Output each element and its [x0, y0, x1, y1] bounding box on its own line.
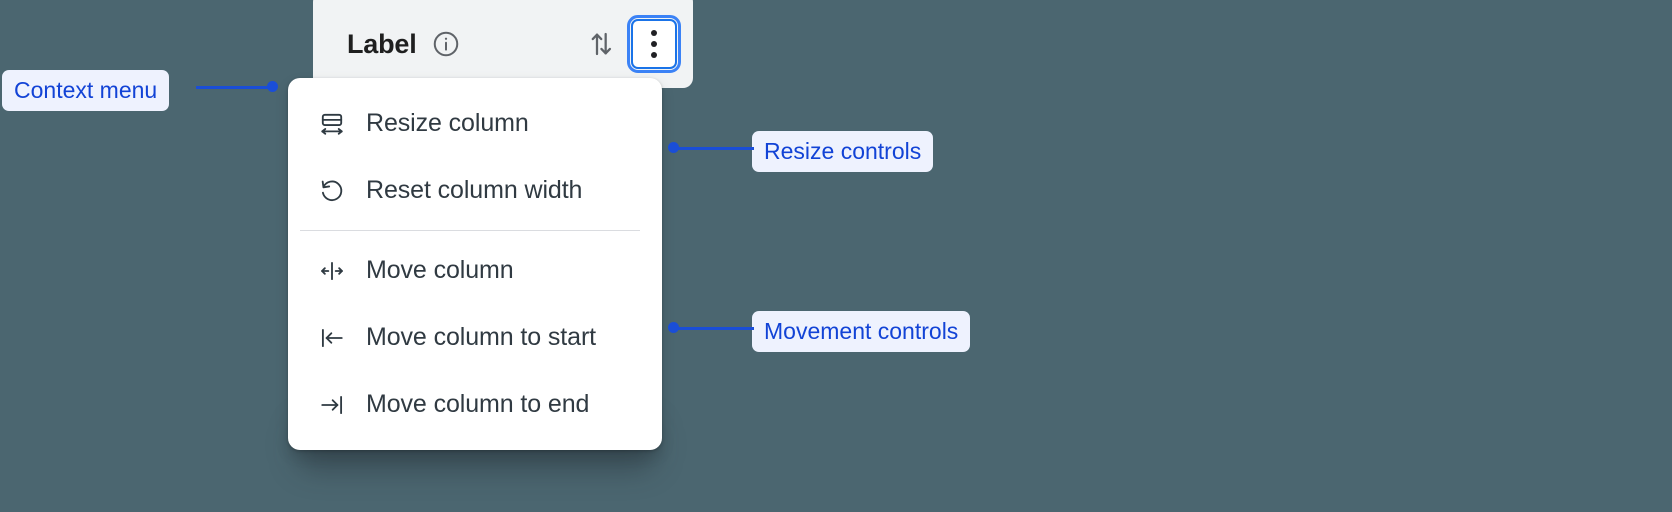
menu-item-move-column-to-start[interactable]: Move column to start: [288, 304, 662, 371]
annotation-context-menu: Context menu: [2, 70, 170, 111]
annotation-resize-controls: Resize controls: [752, 131, 934, 172]
move-to-end-icon: [318, 391, 346, 419]
move-to-start-icon: [318, 324, 346, 352]
column-header-left: Label: [347, 21, 585, 60]
annotation-movement-controls: Movement controls: [752, 311, 971, 352]
kebab-dot: [651, 30, 657, 36]
menu-item-move-column-to-end[interactable]: Move column to end: [288, 371, 662, 438]
reset-width-icon: [318, 177, 346, 205]
annotation-leader-line: [672, 146, 754, 150]
annotation-endpoint-dot: [668, 322, 679, 333]
menu-item-label: Move column: [366, 256, 514, 284]
column-header-actions: [585, 11, 681, 73]
annotation-endpoint-dot: [668, 142, 679, 153]
kebab-menu-button[interactable]: [627, 15, 681, 73]
kebab-menu-icon: [651, 28, 657, 61]
kebab-dot: [651, 52, 657, 58]
menu-item-move-column[interactable]: Move column: [288, 237, 662, 304]
menu-item-label: Move column to end: [366, 390, 590, 418]
move-column-icon: [318, 257, 346, 285]
annotation-leader-line: [672, 326, 754, 330]
annotation-endpoint-dot: [267, 81, 278, 92]
menu-item-resize-column[interactable]: Resize column: [288, 90, 662, 157]
menu-item-label: Move column to start: [366, 323, 597, 351]
menu-item-label: Resize column: [366, 109, 529, 137]
menu-divider: [300, 230, 640, 231]
info-circle-icon[interactable]: [431, 29, 461, 59]
resize-column-icon: [318, 110, 346, 138]
context-menu: Resize column Reset column width: [288, 78, 662, 450]
kebab-dot: [651, 41, 657, 47]
sort-up-down-icon[interactable]: [585, 28, 617, 60]
menu-item-label: Reset column width: [366, 176, 583, 204]
annotation-leader-line: [196, 85, 272, 89]
menu-item-reset-column-width[interactable]: Reset column width: [288, 157, 662, 224]
page-title: Label: [347, 28, 417, 59]
column-header-card: Label: [313, 0, 693, 88]
